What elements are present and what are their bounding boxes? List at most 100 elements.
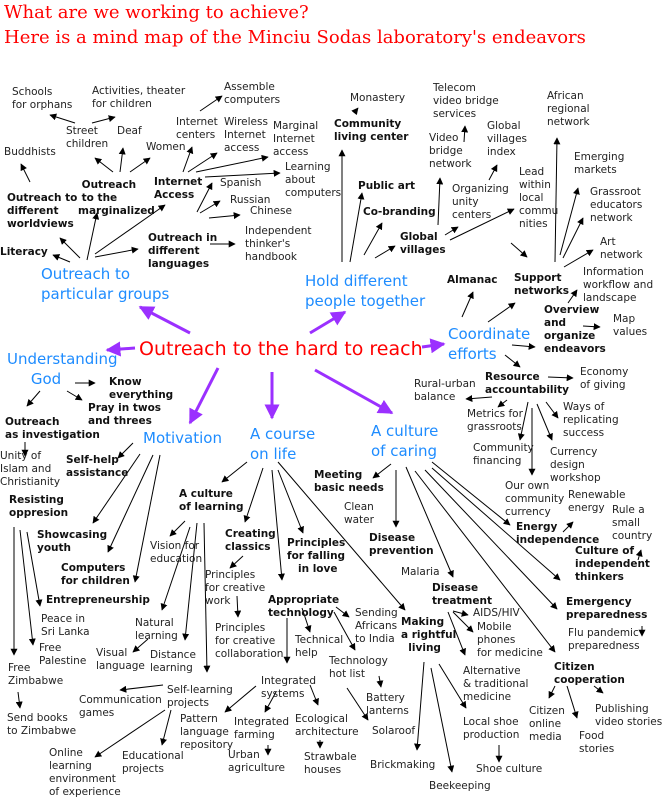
node: Lead within local commu nities bbox=[519, 166, 559, 230]
node: Support networks bbox=[514, 272, 569, 297]
branch-course-on-life: A course on life bbox=[250, 425, 316, 463]
node: Internet Access bbox=[154, 176, 203, 201]
node: Food stories bbox=[579, 730, 615, 755]
node: Russian bbox=[230, 194, 271, 206]
node: Making a rightful living bbox=[401, 616, 457, 654]
node: Principles for creative collaboration bbox=[215, 622, 284, 660]
node: Internet centers bbox=[176, 116, 218, 141]
node: Spanish bbox=[220, 177, 262, 189]
node: Culture of independent thinkers bbox=[575, 545, 650, 583]
node: Flu pandemic preparedness bbox=[568, 627, 640, 652]
node: Art network bbox=[600, 236, 643, 261]
node: Ecological architecture bbox=[295, 713, 359, 738]
node: Free Palestine bbox=[39, 642, 87, 667]
node: Outreach in different languages bbox=[148, 232, 218, 270]
node: Learning about computers bbox=[285, 161, 342, 199]
node: Outreach to different worldviews bbox=[7, 192, 78, 230]
node: Schools for orphans bbox=[12, 86, 73, 111]
node: Technical help bbox=[295, 634, 344, 659]
node: Send books to Zimbabwe bbox=[7, 712, 77, 737]
node: Solaroof bbox=[372, 725, 416, 737]
node: Global villages bbox=[400, 231, 446, 256]
central-topic: Outreach to the hard to reach bbox=[139, 338, 423, 360]
node: Grassroot educators network bbox=[590, 186, 643, 224]
node: Map values bbox=[613, 313, 648, 338]
branch-hold-together: Hold different people together bbox=[305, 272, 426, 310]
node: Mobile phones for medicine bbox=[477, 621, 543, 659]
node: Emergency preparedness bbox=[566, 596, 648, 621]
node: Resisting oppresion bbox=[9, 494, 69, 519]
node: Independent thinker's handbook bbox=[245, 225, 312, 263]
node: Computers for children bbox=[61, 562, 130, 587]
node: Rule a small country bbox=[612, 504, 653, 542]
node: Emerging markets bbox=[574, 151, 625, 176]
node: Community living center bbox=[334, 118, 409, 143]
node: Communication games bbox=[79, 694, 162, 719]
node: Battery lanterns bbox=[366, 692, 409, 717]
node: Citizen online media bbox=[529, 705, 565, 743]
node: Technology hot list bbox=[329, 655, 388, 680]
node: Peace in Sri Lanka bbox=[41, 613, 90, 638]
node: Alternative & traditional medicine bbox=[463, 665, 529, 703]
node: Street children bbox=[66, 125, 109, 150]
branch-coordinate-efforts: Coordinate efforts bbox=[448, 325, 531, 363]
node: Ways of replicating success bbox=[563, 401, 619, 439]
node: Currency design workshop bbox=[550, 446, 601, 484]
node: Integrated farming bbox=[234, 716, 289, 741]
node: Video bridge network bbox=[429, 132, 472, 170]
node: Economy of giving bbox=[580, 366, 629, 391]
node: Global villages index bbox=[487, 120, 527, 158]
node: Renewable energy bbox=[568, 489, 626, 514]
node: AIDS/HIV bbox=[473, 607, 520, 619]
node: Local shoe production bbox=[463, 716, 520, 741]
node: Deaf bbox=[117, 125, 142, 137]
node: Publishing video stories bbox=[595, 703, 663, 728]
node: Marginal Internet access bbox=[273, 120, 319, 158]
node: Outreach as investigation bbox=[5, 416, 100, 441]
node: Co-branding bbox=[363, 206, 436, 218]
node: A culture of learning bbox=[179, 488, 244, 513]
node: Showcasing youth bbox=[37, 529, 108, 554]
branch-motivation: Motivation bbox=[143, 429, 222, 447]
node: Natural learning bbox=[135, 617, 178, 642]
node: Malaria bbox=[401, 566, 440, 578]
node: Urban agriculture bbox=[228, 749, 285, 774]
node: Energy independence bbox=[516, 521, 600, 546]
node: Principles for falling in love bbox=[287, 537, 346, 575]
node: Visual language bbox=[96, 647, 145, 672]
node: Free Zimbabwe bbox=[8, 662, 64, 687]
node: Vision for education bbox=[150, 540, 203, 565]
node: Women bbox=[146, 141, 186, 153]
node: Shoe culture bbox=[476, 763, 543, 775]
node: Meeting basic needs bbox=[314, 469, 384, 494]
node: Know everything bbox=[109, 376, 174, 401]
node: Almanac bbox=[447, 274, 498, 286]
node: Beekeeping bbox=[429, 780, 491, 792]
branch-culture-of-caring: A culture of caring bbox=[371, 422, 439, 460]
node: Distance learning bbox=[150, 649, 196, 674]
node: Pray in twos and threes bbox=[88, 402, 162, 427]
node: Rural-urban balance bbox=[414, 378, 476, 403]
node: Appropriate technology bbox=[268, 594, 340, 619]
node: Principles for creative work bbox=[205, 569, 266, 607]
node: Chinese bbox=[250, 205, 292, 217]
node: Disease prevention bbox=[369, 532, 434, 557]
node: Clean water bbox=[344, 501, 374, 526]
node: Buddhists bbox=[4, 146, 56, 158]
node: Outreach to the marginalized bbox=[78, 179, 155, 217]
node: Resource accountability bbox=[485, 371, 569, 396]
node: Citizen cooperation bbox=[554, 661, 625, 686]
node: Our own community currency bbox=[505, 480, 565, 518]
node: Sending Africans to India bbox=[355, 607, 398, 645]
node: African regional network bbox=[547, 90, 590, 128]
node: Metrics for grassroots bbox=[467, 408, 523, 433]
node: Entrepreneurship bbox=[46, 594, 150, 606]
node: Educational projects bbox=[122, 750, 184, 775]
branch-outreach-groups: Outreach to particular groups bbox=[41, 265, 170, 303]
node: Overview and organize endeavors bbox=[544, 304, 606, 355]
node: Brickmaking bbox=[370, 759, 436, 771]
node: Public art bbox=[358, 180, 416, 192]
node: Integrated systems bbox=[261, 675, 316, 700]
node: Organizing unity centers bbox=[452, 183, 509, 221]
